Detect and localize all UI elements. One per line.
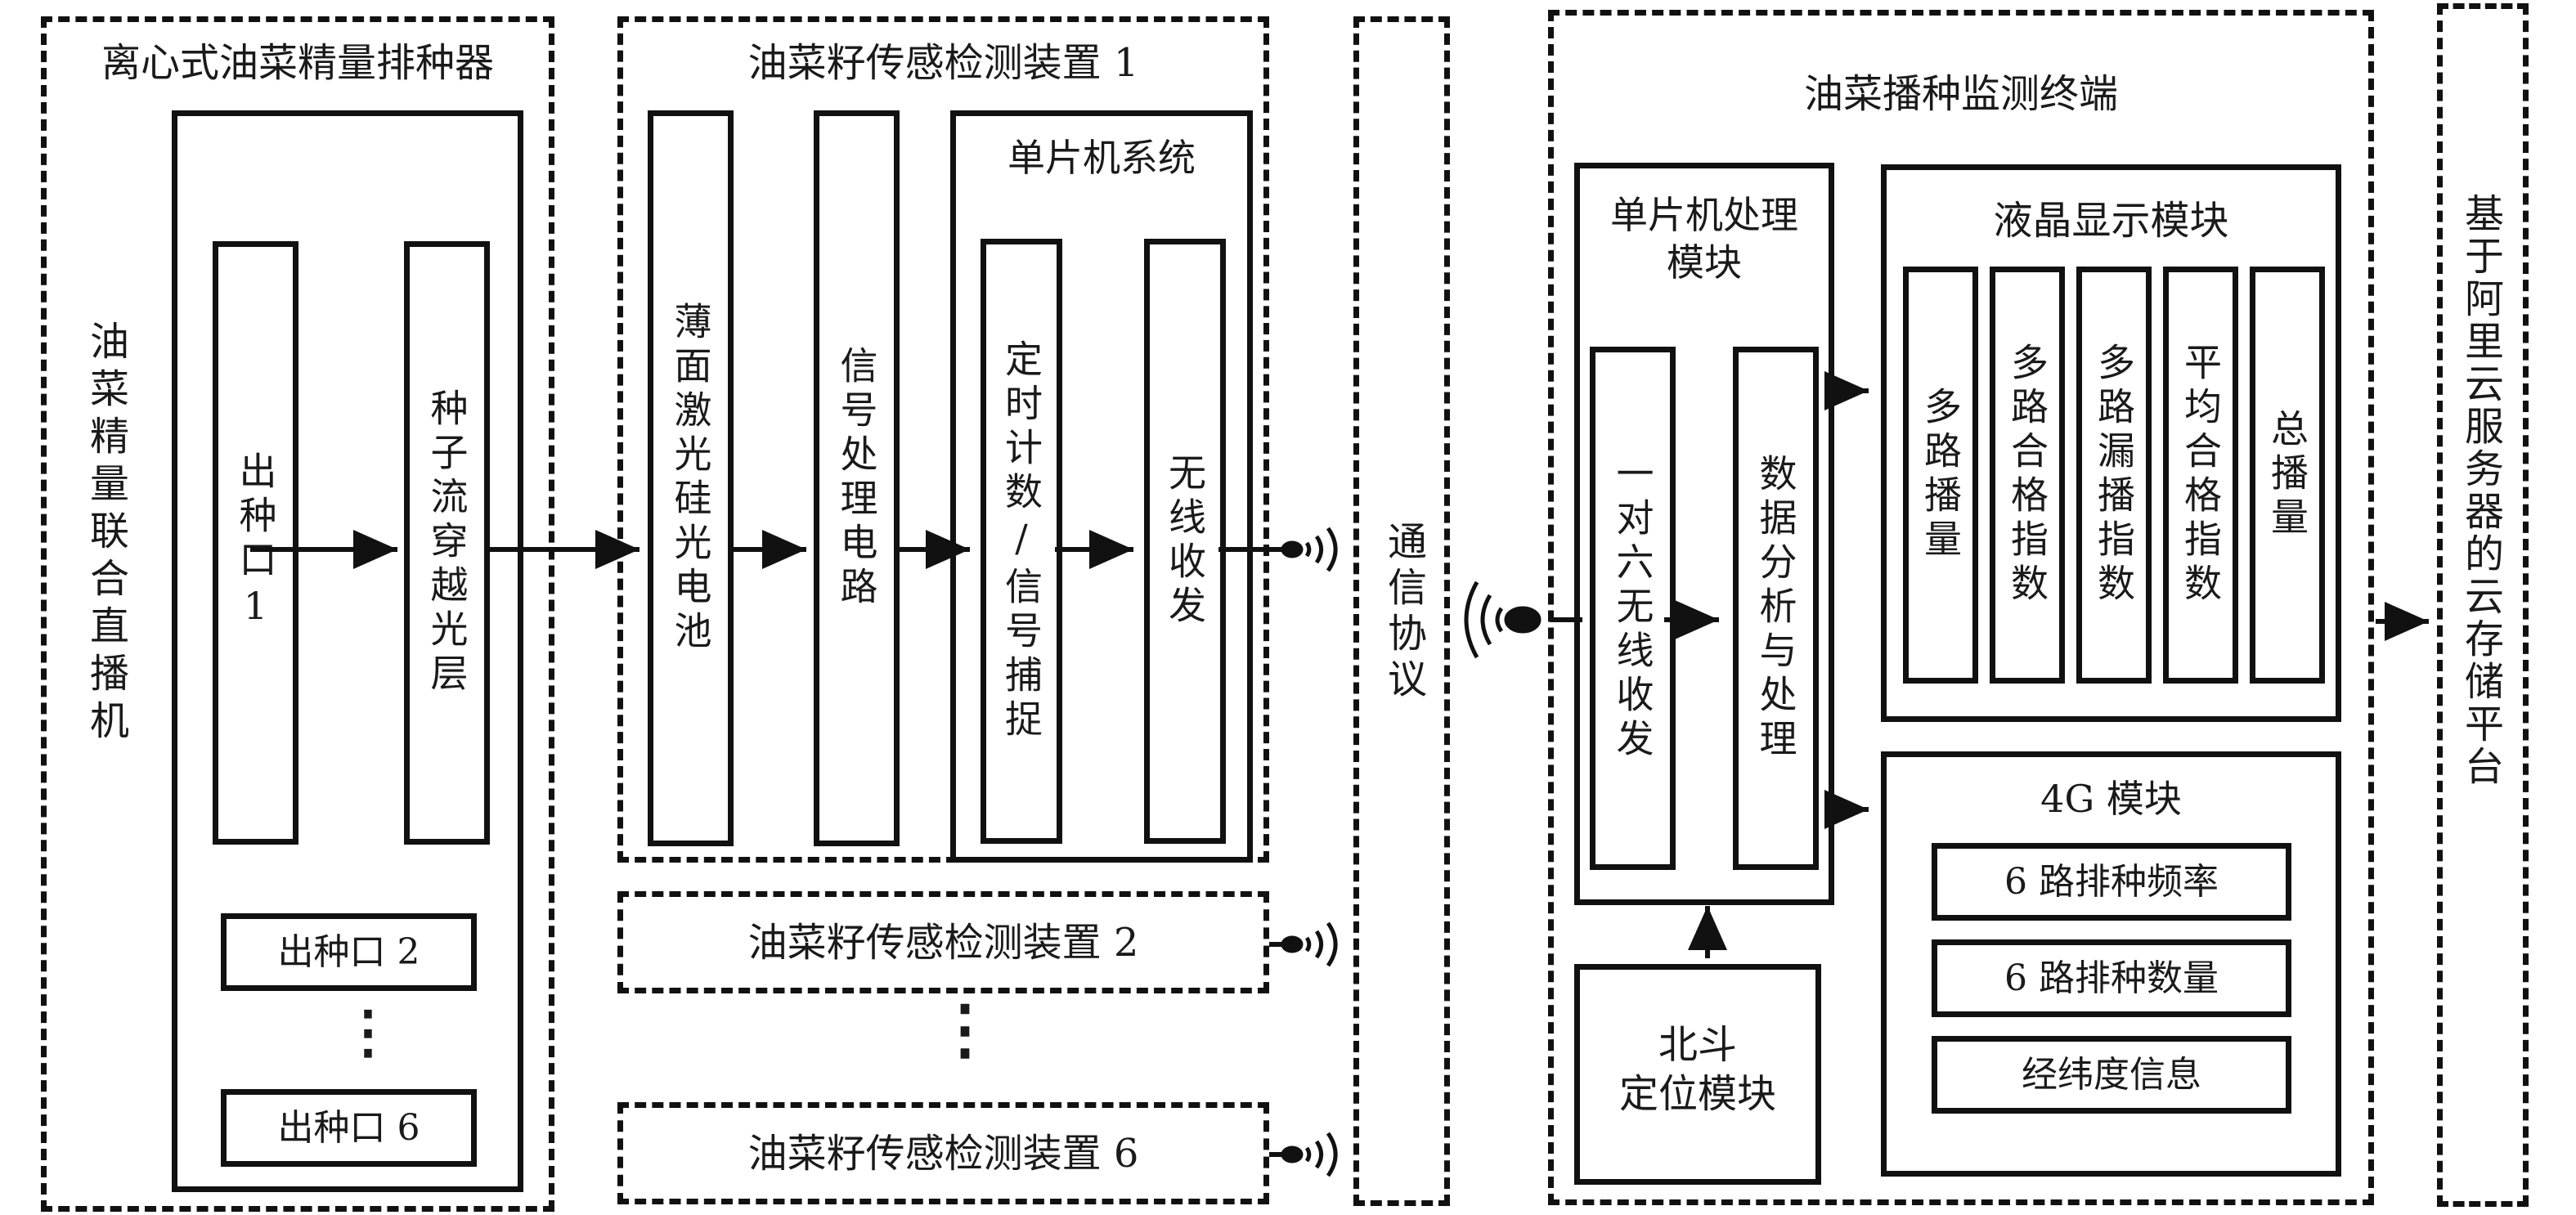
lcd-item-label: 多路漏播指数 xyxy=(2092,343,2136,608)
terminal-mcu-module: 单片机处理模块 一对六无线收发 数据分析与处理 xyxy=(1574,163,1834,905)
g4-item-box: 6 路排种数量 xyxy=(1932,939,2291,1017)
beidou-line2: 定位模块 xyxy=(1618,1071,1777,1117)
sensor-device-2: 油菜籽传感检测装置 2 xyxy=(617,891,1269,993)
timer-capture-box: 定时计数/信号捕捉 xyxy=(981,239,1062,844)
beidou-line1: 北斗 xyxy=(1658,1022,1738,1068)
beidou-module: 北斗 定位模块 xyxy=(1574,964,1821,1185)
terminal-mcu-title: 单片机处理模块 xyxy=(1610,193,1798,285)
g4-item-box: 6 路排种频率 xyxy=(1932,843,2291,921)
sensor-2-title: 油菜籽传感检测装置 2 xyxy=(747,919,1139,966)
sensor-device-6: 油菜籽传感检测装置 6 xyxy=(617,1102,1269,1204)
lcd-item-box: 总播量 xyxy=(2250,267,2325,684)
data-analysis-box: 数据分析与处理 xyxy=(1733,347,1819,870)
g4-title: 4G 模块 xyxy=(2040,777,2182,821)
cloud-platform: 基于阿里云服务器的云存储平台 xyxy=(2437,3,2529,1207)
sensor-device-1: 油菜籽传感检测装置 1 薄面激光硅光电池 信号处理电路 单片机系统 定时计数/信… xyxy=(617,16,1269,863)
g4-item-label: 6 路排种频率 xyxy=(2004,860,2219,903)
g4-item-label: 经纬度信息 xyxy=(2022,1053,2201,1096)
g4-item-label: 6 路排种数量 xyxy=(2004,957,2219,999)
lcd-item-box: 多路播量 xyxy=(1903,267,1978,684)
one-to-six-label: 一对六无线收发 xyxy=(1610,454,1655,763)
wireless-label: 无线收发 xyxy=(1163,453,1207,630)
wireless-signal-icons xyxy=(1281,527,1338,1177)
cloud-label: 基于阿里云服务器的云存储平台 xyxy=(2457,193,2503,788)
wireless-signal-icon xyxy=(1281,921,1338,967)
outlet-6-box: 出种口 6 xyxy=(221,1089,477,1167)
photocell-label: 薄面激光硅光电池 xyxy=(668,302,713,655)
one-to-six-box: 一对六无线收发 xyxy=(1590,347,1676,870)
lcd-item-box: 多路合格指数 xyxy=(1990,267,2065,684)
lcd-module: 液晶显示模块 多路播量多路合格指数多路漏播指数平均合格指数总播量 xyxy=(1881,164,2341,722)
sensor-1-title: 油菜籽传感检测装置 1 xyxy=(747,40,1139,86)
lcd-item-label: 多路合格指数 xyxy=(2005,343,2049,608)
g4-item-box: 经纬度信息 xyxy=(1932,1036,2291,1114)
lcd-item-label: 总播量 xyxy=(2265,409,2309,541)
outlet-2-box: 出种口 2 xyxy=(221,913,477,991)
wireless-signal-icon xyxy=(1281,527,1338,572)
lcd-item-box: 平均合格指数 xyxy=(2163,267,2238,684)
lcd-item-label: 平均合格指数 xyxy=(2179,343,2223,608)
outlet-1-box: 出种口1 xyxy=(213,241,298,845)
terminal-title: 油菜播种监测终端 xyxy=(1803,71,2119,117)
seed-layer-box: 种子流穿越光层 xyxy=(404,241,490,845)
outlet-6-label: 出种口 6 xyxy=(277,1106,420,1149)
wireless-signal-icon xyxy=(1464,581,1542,659)
seeder-inner-frame: 出种口1 种子流穿越光层 出种口 2 ⋮ 出种口 6 xyxy=(172,110,523,1192)
timer-capture-label: 定时计数/信号捕捉 xyxy=(999,339,1043,743)
photocell-box: 薄面激光硅光电池 xyxy=(648,110,734,846)
lcd-title: 液晶显示模块 xyxy=(1993,198,2229,244)
outlet-ellipsis: ⋮ xyxy=(339,998,397,1065)
lcd-item-label: 多路播量 xyxy=(1919,387,1963,563)
protocol-block: 通信协议 xyxy=(1353,16,1450,1206)
wireless-signal-icon xyxy=(1281,1132,1338,1177)
signal-circuit-label: 信号处理电路 xyxy=(834,346,879,611)
sensor-6-title: 油菜籽传感检测装置 6 xyxy=(747,1130,1139,1177)
lcd-item-box: 多路漏播指数 xyxy=(2076,267,2152,684)
seed-layer-label: 种子流穿越光层 xyxy=(424,388,469,697)
data-analysis-label: 数据分析与处理 xyxy=(1753,454,1798,763)
sensor-mcu-title: 单片机系统 xyxy=(1008,136,1196,180)
wireless-box: 无线收发 xyxy=(1144,239,1226,844)
machine-label: 油菜精量联合直播机 xyxy=(83,321,128,747)
outlet-1-label: 出种口1 xyxy=(233,451,278,634)
signal-circuit-box: 信号处理电路 xyxy=(814,110,900,846)
sensor-mcu-system: 单片机系统 定时计数/信号捕捉 无线收发 xyxy=(950,110,1253,863)
monitoring-terminal: 油菜播种监测终端 单片机处理模块 一对六无线收发 数据分析与处理 液晶显示模块 … xyxy=(1548,10,2374,1205)
outlet-2-label: 出种口 2 xyxy=(277,930,420,973)
seeder-title: 离心式油菜精量排种器 xyxy=(101,40,495,86)
seeder-group: 离心式油菜精量排种器 油菜精量联合直播机 出种口1 种子流穿越光层 出种口 2 … xyxy=(41,16,554,1212)
sensor-ellipsis: ⋮ xyxy=(932,990,998,1067)
g4-module: 4G 模块 6 路排种频率 6 路排种数量经纬度信息 xyxy=(1881,751,2341,1177)
protocol-label: 通信协议 xyxy=(1380,521,1426,704)
